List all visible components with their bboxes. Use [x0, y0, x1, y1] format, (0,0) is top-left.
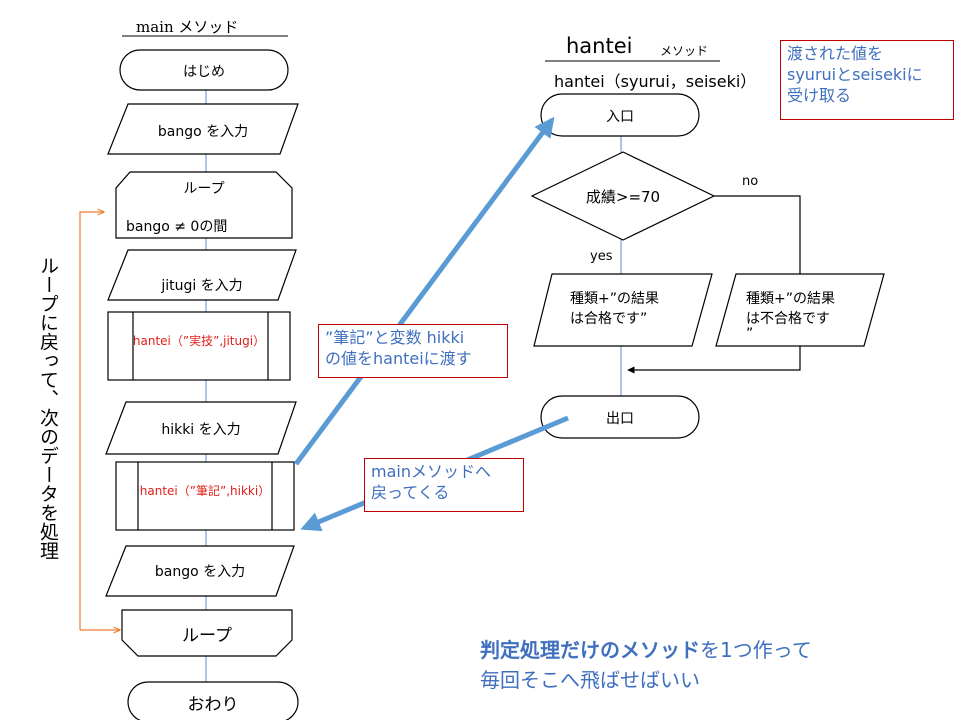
input-bango-2: bango を入力 — [154, 564, 246, 580]
output-fail-shape — [715, 273, 885, 347]
summary-line1-rest: を1つ作って — [700, 638, 812, 662]
output-pass-line1: 種類+”の結果 — [570, 291, 659, 307]
return-note-line2: 戻ってくる — [371, 483, 450, 502]
input-bango-1: bango を入力 — [157, 124, 249, 140]
no-label: no — [742, 174, 759, 189]
summary-line1: 判定処理だけのメソッドを1つ作って — [480, 634, 812, 663]
return-note: mainメソッドへ 戻ってくる — [364, 458, 524, 512]
loop-start-label: ループ — [183, 181, 225, 197]
pass-values-note-line2: の値をhanteiに渡す — [325, 349, 472, 368]
end-terminal: おわり — [187, 695, 239, 715]
hantei-method-title: hantei — [566, 34, 633, 58]
loop-start-shape — [115, 171, 293, 239]
input-jitugi-shape — [107, 249, 297, 301]
fail-merge-line — [627, 346, 801, 374]
yes-label: yes — [590, 249, 613, 264]
hantei-signature: hantei（syurui，seiseki） — [554, 72, 757, 91]
summary-line2: 毎回そこへ飛ばせばいい — [480, 668, 700, 692]
params-note-line3: 受け取る — [787, 86, 852, 105]
exit-terminal-shape — [540, 395, 700, 439]
call-jitugi-shape — [107, 311, 291, 381]
params-note: 渡された値を syuruiとseisekiに 受け取る — [780, 40, 954, 120]
pass-values-note-line1: ”筆記”と変数 hikki — [325, 328, 465, 347]
loop-back-note: ループに戻って、次のデータを処理 — [37, 256, 59, 560]
output-fail-line3: ” — [746, 326, 754, 342]
call-hikki: hantei（”筆記”,hikki） — [139, 484, 271, 498]
pass-values-note: ”筆記”と変数 hikki の値をhanteiに渡す — [318, 324, 508, 378]
loop-end-shape — [121, 609, 293, 657]
hantei-method-title-suffix: メソッド — [660, 44, 709, 58]
params-note-line1: 渡された値を — [787, 44, 884, 63]
call-hikki-shape — [115, 461, 295, 531]
return-note-line1: mainメソッドへ — [371, 462, 491, 481]
input-jitugi: jitugi を入力 — [161, 278, 243, 294]
loop-back-bracket — [79, 212, 104, 630]
call-jitugi: hantei（”実技”,jitugi） — [132, 334, 266, 348]
start-terminal-shape — [119, 49, 289, 91]
loop-end-label: ループ — [182, 626, 232, 646]
input-hikki: hikki を入力 — [161, 422, 241, 438]
output-fail-line2: は不合格です — [746, 311, 830, 327]
end-terminal-shape — [127, 681, 299, 720]
start-terminal: はじめ — [183, 64, 225, 80]
input-bango-shape-2 — [105, 545, 295, 597]
call-arrow — [293, 116, 555, 466]
input-bango-shape-1 — [107, 103, 299, 155]
output-fail-line1: 種類+”の結果 — [746, 291, 835, 307]
no-branch-line — [714, 195, 801, 274]
entry-terminal: 入口 — [606, 109, 634, 125]
decision-shape — [530, 151, 716, 241]
params-note-line2: syuruiとseisekiに — [787, 65, 923, 84]
entry-terminal-shape — [540, 93, 700, 137]
loop-condition: bango ≠ 0の間 — [126, 219, 228, 235]
output-pass-line2: は合格です” — [570, 311, 648, 327]
input-hikki-shape — [105, 401, 297, 455]
output-pass-shape — [533, 273, 713, 347]
exit-terminal: 出口 — [606, 411, 634, 427]
summary-line1-bold: 判定処理だけのメソッド — [480, 638, 700, 662]
decision-condition: 成績>=70 — [585, 188, 661, 206]
main-method-title: main メソッド — [136, 18, 239, 36]
